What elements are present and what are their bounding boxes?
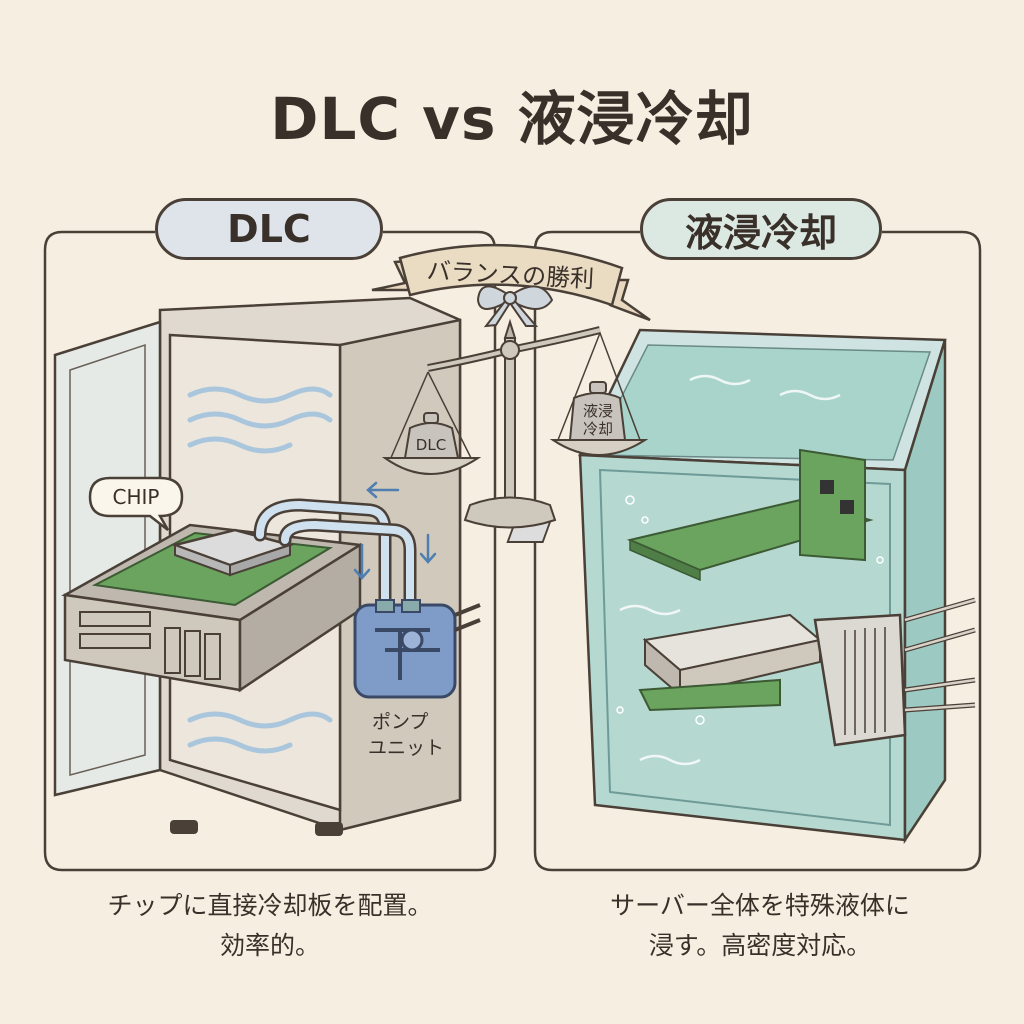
immersion-heading: 液浸冷却	[640, 198, 882, 260]
immersion-tank	[506, 328, 976, 845]
heat-exchanger	[813, 613, 907, 747]
pump-label: ポンプ	[372, 711, 428, 733]
dlc-heading: DLC	[155, 198, 383, 260]
bow-icon	[476, 285, 554, 328]
weight-dlc-label: DLC	[416, 436, 446, 454]
page-title: DLC vs 液浸冷却	[270, 85, 754, 153]
immersion-caption-line: サーバー全体を特殊液体に	[610, 891, 910, 920]
immersion-caption: サーバー全体を特殊液体に 浸す。高密度対応。	[540, 886, 980, 966]
weight-immersion-label: 冷却	[583, 420, 613, 438]
coolant-pipes	[253, 481, 437, 617]
immersion-caption-line: 浸す。高密度対応。	[648, 931, 872, 960]
dlc-caption: チップに直接冷却板を配置。 効率的。	[50, 886, 490, 966]
weight-immersion-label: 液浸	[583, 402, 613, 420]
server-drawer	[61, 523, 364, 693]
balance-scale-icon	[381, 318, 649, 529]
left-panel-frame	[43, 230, 497, 872]
chip-speech-bubble	[88, 476, 184, 531]
airflow-icon	[187, 386, 333, 754]
banner-ribbon: バランスの勝利	[371, 243, 651, 322]
pump-label: ユニット	[368, 737, 444, 759]
dlc-caption-line: チップに直接冷却板を配置。	[107, 891, 433, 920]
rack-door	[53, 320, 162, 797]
pump-unit	[353, 599, 481, 699]
chip-label: CHIP	[113, 485, 160, 509]
dlc-caption-line: 効率的。	[219, 931, 320, 960]
right-panel-frame	[533, 230, 982, 872]
